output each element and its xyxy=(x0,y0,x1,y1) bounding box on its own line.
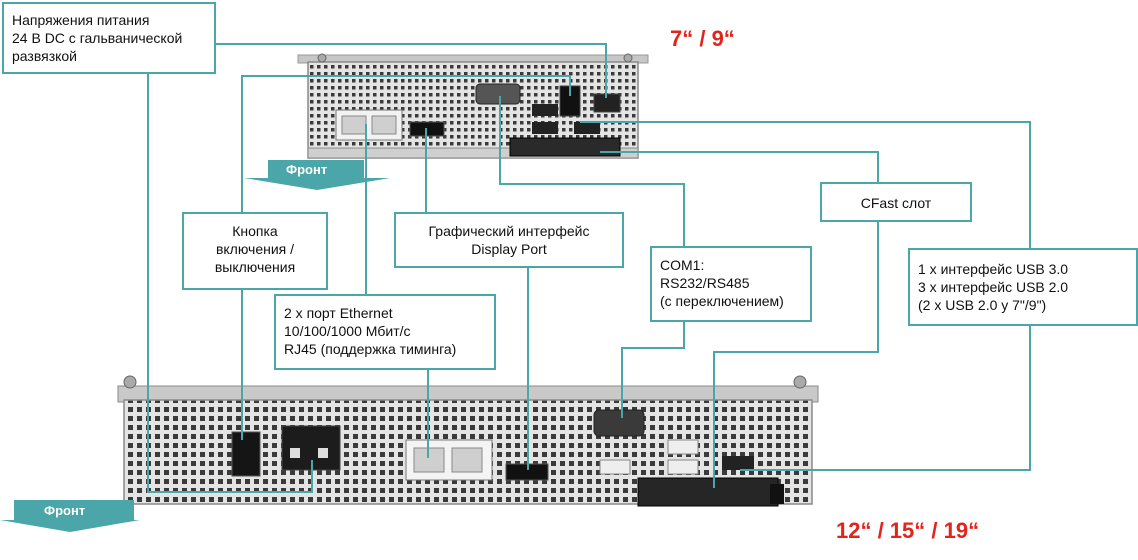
leader-cfast-small xyxy=(600,151,879,184)
large-usb-port xyxy=(599,459,631,475)
com1-label-line: RS232/RS485 xyxy=(660,275,750,291)
large-power-switch xyxy=(231,431,261,477)
com1-label: COM1: RS232/RS485 (с переключением) xyxy=(650,246,812,322)
ethernet-label-line: RJ45 (поддержка тиминга) xyxy=(284,341,457,357)
small-com-port xyxy=(475,83,521,105)
cfast-label-text: CFast слот xyxy=(860,195,932,211)
power-label-line: Напряжения питания xyxy=(12,12,150,28)
com1-label-line: (с переключением) xyxy=(660,293,784,309)
com1-label-line: COM1: xyxy=(660,257,705,273)
large-usb-port xyxy=(722,456,754,470)
power-supply-label: Напряжения питания 24 В DC с гальваничес… xyxy=(2,2,216,74)
leader-usb-large xyxy=(740,326,1031,471)
power-button-label: Кнопка включения / выключения xyxy=(182,212,328,290)
ethernet-label: 2 x порт Ethernet 10/100/1000 Мбит/с RJ4… xyxy=(274,294,496,370)
power-label-line: развязкой xyxy=(12,48,78,64)
leader-lines xyxy=(147,43,1031,493)
large-usb-port xyxy=(667,439,699,455)
usb-label-line: 3 x интерфейс USB 2.0 xyxy=(918,279,1069,295)
leader-power-small xyxy=(214,43,607,98)
display-port-label-line: Display Port xyxy=(471,241,547,257)
display-port-label: Графический интерфейс Display Port xyxy=(394,212,624,268)
power-label-line: 24 В DC с гальванической xyxy=(12,30,183,46)
power-button-label-line: Кнопка xyxy=(232,223,278,239)
small-usb-port xyxy=(574,122,600,134)
ethernet-label-line: 2 x порт Ethernet xyxy=(284,305,393,321)
leader-power-large xyxy=(147,72,313,493)
size-label-large: 12“ / 15“ / 19“ xyxy=(836,518,980,543)
power-button-label-line: выключения xyxy=(214,259,296,275)
large-cfast-slot xyxy=(637,477,779,507)
usb-label-line: (2 x USB 2.0 у 7"/9") xyxy=(918,297,1047,313)
small-device xyxy=(297,53,649,159)
usb-label: 1 x интерфейс USB 3.0 3 x интерфейс USB … xyxy=(908,248,1138,326)
leader-com-small xyxy=(499,96,685,246)
small-usb-port xyxy=(532,104,558,116)
ethernet-label-line: 10/100/1000 Мбит/с xyxy=(284,323,411,339)
size-label-small: 7“ / 9“ xyxy=(670,26,735,51)
power-button-label-line: включения / xyxy=(215,241,295,257)
large-usb-port xyxy=(667,459,699,475)
leader-usb-small xyxy=(580,121,1031,248)
large-front-label: Фронт xyxy=(44,503,86,518)
large-device xyxy=(117,375,819,507)
small-front-arrow xyxy=(244,160,390,190)
small-cfast-slot xyxy=(509,137,621,157)
leader-com-large xyxy=(621,322,685,418)
small-usb-port xyxy=(532,122,558,134)
cfast-label: CFast слот xyxy=(820,182,972,222)
large-com-port xyxy=(593,409,645,437)
large-front-arrow xyxy=(0,500,140,532)
display-port-label-line: Графический интерфейс xyxy=(428,223,590,239)
leader-button-small xyxy=(241,75,571,212)
small-front-label: Фронт xyxy=(286,162,328,177)
usb-label-line: 1 x интерфейс USB 3.0 xyxy=(918,261,1069,277)
leader-cfast-large xyxy=(713,222,879,488)
